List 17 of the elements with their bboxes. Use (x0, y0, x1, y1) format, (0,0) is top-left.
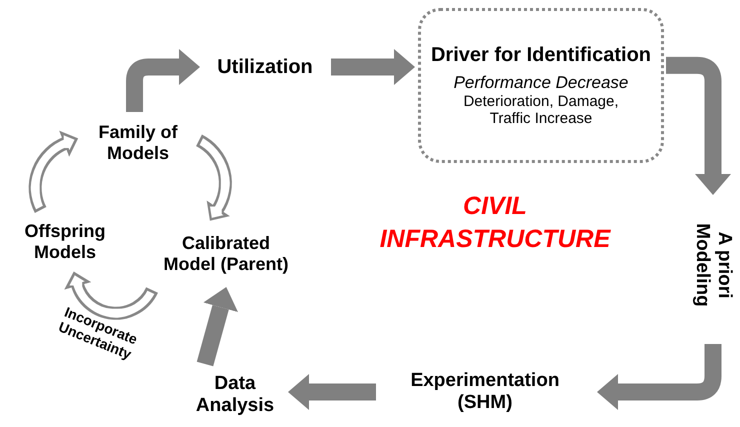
step-label: Data Analysis (185, 368, 285, 422)
block-arrow (666, 56, 731, 195)
box-subheading: Performance Decrease (454, 72, 628, 93)
box-text: Deterioration, Damage, Traffic Increase (462, 92, 620, 128)
step-label: A priori Modeling (688, 200, 738, 330)
step-label: Utilization (205, 50, 325, 84)
center-title: CIVIL INFRASTRUCTURE (378, 191, 612, 254)
block-arrow (288, 374, 376, 410)
step-label: Calibrated Model (Parent) (138, 224, 314, 284)
step-label: Experimentation (SHM) (380, 362, 590, 422)
dotted-box (418, 8, 664, 163)
block-arrow (196, 287, 238, 366)
step-label: Offspring Models (4, 214, 126, 270)
step-label: Family of Models (80, 116, 196, 170)
block-arrow (126, 49, 200, 112)
block-arrow (331, 49, 415, 85)
box-heading: Driver for Identification (430, 44, 652, 67)
